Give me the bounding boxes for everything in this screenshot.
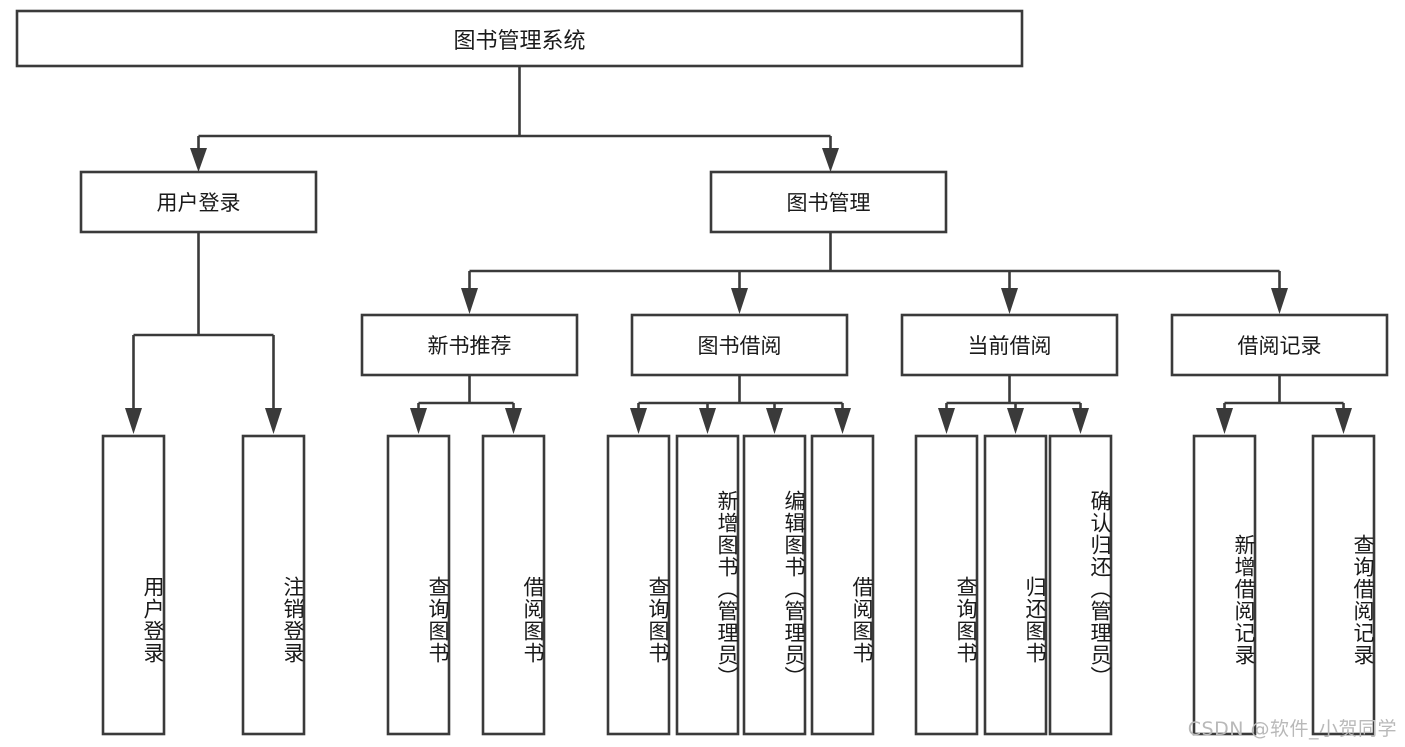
node-book-manage-box[interactable] (709, 170, 948, 234)
csdn-watermark: CSDN @软件_小贺同学 (1187, 718, 1397, 740)
leaf-user-logout-box[interactable] (241, 434, 306, 736)
arrow-to-borrow-record (1271, 288, 1288, 314)
node-new-book-rec-box[interactable] (360, 313, 579, 377)
leaf-query-book-3-box[interactable] (914, 434, 979, 736)
edge-group-borrow-record (1216, 375, 1352, 434)
edge-group-root (190, 66, 839, 172)
arrow-to-leaf-user-login (125, 408, 142, 434)
arrow-to-book-borrow (731, 288, 748, 314)
edge-group-book-manage (461, 232, 1288, 314)
edge-group-book-borrow (630, 375, 851, 434)
leaf-borrow-book-1-box[interactable] (481, 434, 546, 736)
arrow-to-new-book-rec (461, 288, 478, 314)
arrow-to-leaf-borrow-book-2 (834, 408, 851, 434)
arrow-to-leaf-confirm-return-admin (1072, 408, 1089, 434)
arrow-to-leaf-borrow-book-1 (505, 408, 522, 434)
leaf-return-book-box[interactable] (983, 434, 1048, 736)
arrow-to-current-borrow (1001, 288, 1018, 314)
edge-group-current-borrow (938, 375, 1089, 434)
node-root-box[interactable] (15, 9, 1024, 68)
leaf-query-book-2-box[interactable] (606, 434, 671, 736)
leaf-query-book-1-box[interactable] (386, 434, 451, 736)
leaf-add-record-box[interactable] (1192, 434, 1257, 736)
arrow-to-leaf-return-book (1007, 408, 1024, 434)
arrow-to-leaf-edit-book-admin (766, 408, 783, 434)
node-user-login-box[interactable] (79, 170, 318, 234)
leaf-user-login-box[interactable] (101, 434, 166, 736)
node-book-borrow-box[interactable] (630, 313, 849, 377)
leaf-query-record-box[interactable] (1311, 434, 1376, 736)
leaf-borrow-book-2-box[interactable] (810, 434, 875, 736)
arrow-to-leaf-add-book-admin (699, 408, 716, 434)
node-current-borrow-box[interactable] (900, 313, 1119, 377)
arrow-to-leaf-user-logout (265, 408, 282, 434)
arrow-to-leaf-query-book-1 (410, 408, 427, 434)
arrow-to-leaf-add-record (1216, 408, 1233, 434)
edge-group-new-book-rec (410, 375, 522, 434)
edge-group-user-login (125, 232, 282, 434)
node-borrow-record-box[interactable] (1170, 313, 1389, 377)
leaf-confirm-return-admin-box[interactable] (1048, 434, 1113, 736)
arrow-to-leaf-query-book-3 (938, 408, 955, 434)
arrow-root-to-user-login (190, 148, 207, 172)
arrow-to-leaf-query-book-2 (630, 408, 647, 434)
arrow-root-to-book-manage (822, 148, 839, 172)
leaf-add-book-admin-box[interactable] (675, 434, 740, 736)
leaf-edit-book-admin-box[interactable] (742, 434, 807, 736)
arrow-to-leaf-query-record (1335, 408, 1352, 434)
